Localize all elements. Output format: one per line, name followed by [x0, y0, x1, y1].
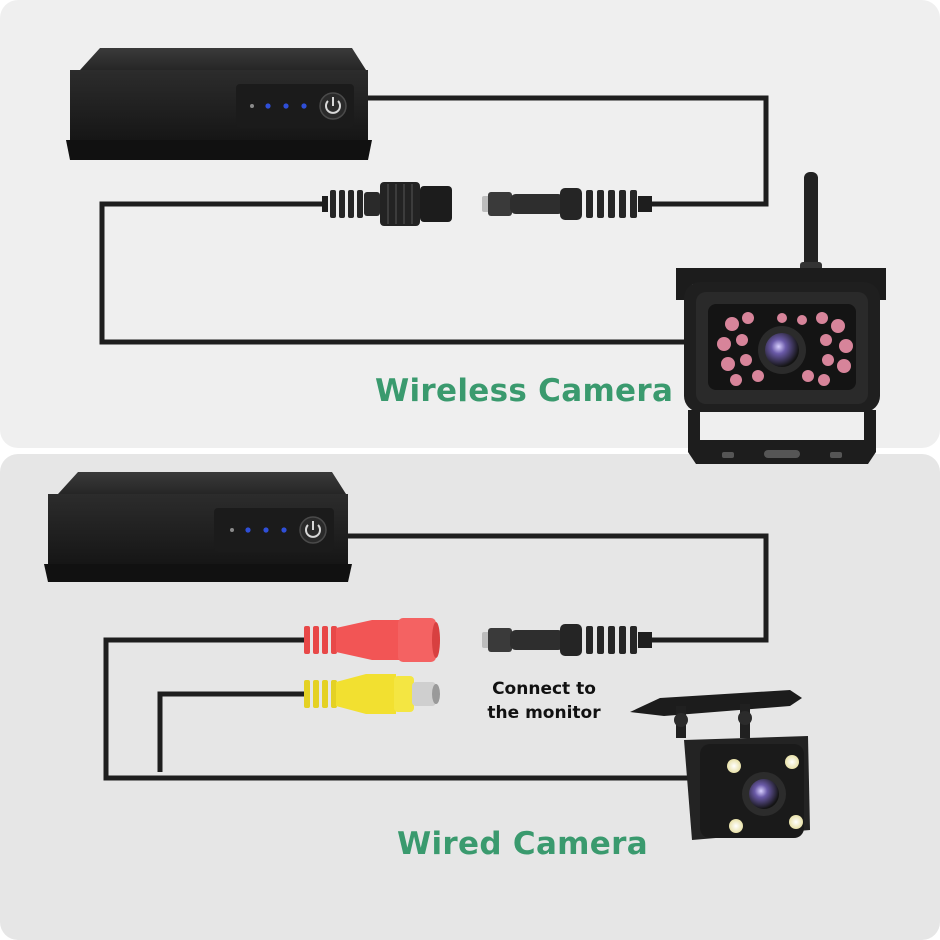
dc-male-connector — [482, 188, 652, 220]
dc-female-connector — [322, 182, 452, 226]
wireless-camera — [676, 172, 886, 464]
status-led-icon — [263, 527, 269, 533]
wired-cables — [103, 533, 769, 781]
status-led-icon — [283, 103, 289, 109]
rca-yellow-connector — [304, 674, 440, 714]
power-icon — [299, 516, 327, 544]
status-led-icon — [250, 104, 254, 108]
wired-camera — [630, 690, 810, 840]
rca-red-connector — [304, 618, 440, 662]
wireless-camera-title: Wireless Camera — [375, 373, 674, 409]
cable-monitor-to-jack — [368, 95, 769, 207]
status-led-icon — [301, 103, 307, 109]
cable-monitor-to-plug — [348, 533, 769, 643]
wireless-monitor — [66, 48, 372, 160]
power-icon — [319, 92, 347, 120]
connect-note: Connect to the monitor — [470, 677, 618, 725]
status-led-icon — [245, 527, 251, 533]
camera-lens-icon — [758, 326, 806, 374]
connect-note-line1: Connect to — [492, 679, 596, 699]
cable-red-to-camera — [103, 637, 692, 781]
ir-led-array — [717, 312, 853, 386]
status-led-icon — [265, 103, 271, 109]
status-led-icon — [230, 528, 234, 532]
status-led-icon — [281, 527, 287, 533]
wired-monitor — [44, 472, 352, 582]
cable-yellow-to-camera — [157, 691, 304, 772]
white-led-array — [727, 755, 803, 833]
wireless-cables — [99, 95, 769, 345]
connect-note-line2: the monitor — [487, 703, 601, 723]
wired-camera-title: Wired Camera — [397, 826, 648, 862]
cable-plug-to-camera — [99, 201, 688, 345]
dc-male-connector-wired — [482, 624, 652, 656]
camera-lens-icon — [742, 772, 786, 816]
